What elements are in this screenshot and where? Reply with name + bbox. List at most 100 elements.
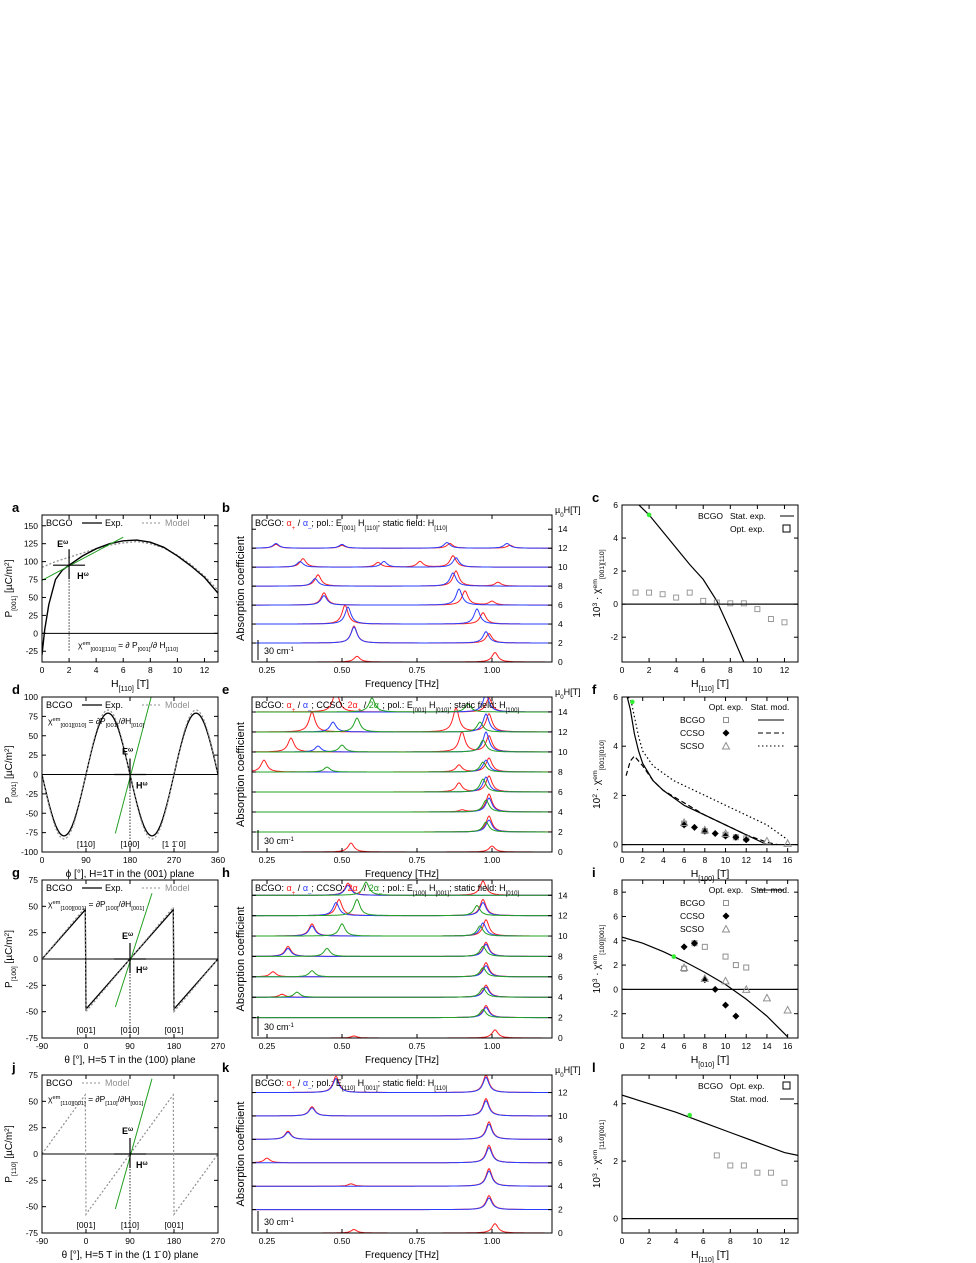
plot-area-i <box>622 936 798 1038</box>
trace-red-8T <box>252 757 552 773</box>
series-line <box>622 1094 798 1156</box>
y-axis-label-part: P <box>4 611 15 618</box>
trace-blue-12T <box>252 713 552 733</box>
direction-label: [100] <box>121 839 140 849</box>
legend-label-0: Stat. exp. <box>730 511 766 521</box>
plot-area-l <box>622 1094 798 1220</box>
x-tick-label: 270 <box>167 855 181 865</box>
y-tick-label: 25 <box>29 1123 39 1133</box>
trace-green-2T <box>252 1008 552 1019</box>
spectrum-header-part: + <box>292 525 296 532</box>
x-tick-label: 10 <box>721 1041 731 1051</box>
trace-blue-4T <box>252 797 552 813</box>
spectrum-header: BCGO: α+ / α–; CCSO: 2α+ / 2α–; pol.: E[… <box>255 700 520 714</box>
legend-swatch-square <box>782 1081 791 1090</box>
spectrum-header-part: α <box>303 1078 308 1088</box>
spectrum-header: BCGO: α+ / α–; pol.: E[001] H[110]; stat… <box>255 518 448 532</box>
trace-blue-2T <box>252 819 552 833</box>
opt-exp-SCSO <box>762 836 772 845</box>
trace-green-2T <box>252 821 552 833</box>
y-tick-label: -25 <box>26 1175 39 1185</box>
y-tick-label-right: 2 <box>558 638 563 648</box>
formula-label-part: = ∂P <box>86 899 106 909</box>
opt-exp-CCSO <box>722 1001 730 1009</box>
formula-label: χem[001][110] = ∂ P[001]/∂ H[110] <box>78 640 178 653</box>
h-field-label-part: H <box>136 781 143 791</box>
highlight-point <box>671 954 677 959</box>
y-axis-label-part: · χ <box>592 1158 603 1173</box>
x-axis-label: H[110] [T] <box>111 678 149 693</box>
y-axis-label: 103 · χem[100][001] <box>592 925 606 994</box>
right-axis-label-part: H[T] <box>564 687 581 697</box>
formula-label-part: χ <box>48 1094 53 1104</box>
stat-mod-CCSO <box>625 755 778 846</box>
x-tick-label: 2 <box>647 665 652 675</box>
x-tick-label: 0.25 <box>259 1236 276 1246</box>
y-tick-label: 2 <box>613 960 618 970</box>
legend-marker-BCGO <box>723 717 729 723</box>
y-tick-label-right: 14 <box>558 524 568 534</box>
formula-label-part: /∂H <box>119 716 132 726</box>
opt-exp-CCSO <box>742 836 750 844</box>
right-axis-label-part: H[T] <box>564 1065 581 1075</box>
series-model <box>42 1093 218 1217</box>
trace-blue-12T <box>252 1076 552 1093</box>
spectrum-header-part: H <box>426 883 435 893</box>
x-tick-label: 4 <box>661 855 666 865</box>
y-tick-label: 0 <box>33 954 38 964</box>
axes-frame <box>621 879 799 1039</box>
trace-green-14T <box>252 697 552 713</box>
legend-head-opt: Opt. exp. <box>709 702 744 712</box>
formula-label-part: [110] <box>166 647 179 653</box>
e-field-label: Eω <box>122 1126 133 1137</box>
y-axis-label-part: [µC/m <box>4 1132 15 1162</box>
trace-red-10T <box>252 1097 552 1117</box>
highlight-point <box>687 1112 692 1118</box>
x-axis-label-part: [T] <box>714 678 729 690</box>
y-axis-label: 102 · χem[001][010] <box>592 740 606 809</box>
trace-red-4T <box>252 1167 552 1187</box>
e-field-label: Eω <box>122 931 133 942</box>
axes-frame <box>251 1074 553 1234</box>
spectrum-header-part: [001] <box>364 1085 378 1092</box>
legend-sample-CCSO: CCSO <box>680 728 705 738</box>
y-tick-label: 2 <box>613 566 618 576</box>
y-tick-label: 50 <box>29 731 39 741</box>
opt-exp-SCSO <box>783 1005 792 1014</box>
trace-blue-6T <box>252 964 552 978</box>
panel-letter: j <box>11 1060 16 1075</box>
x-axis-label-part: H <box>691 678 699 690</box>
x-axis-label-part: H <box>691 1249 699 1261</box>
x-tick-label: 6 <box>682 1041 687 1051</box>
formula-label-part: = ∂ P <box>116 640 138 650</box>
series-model <box>42 709 218 840</box>
y-tick-label-right: 8 <box>558 767 563 777</box>
x-tick-label: 12 <box>780 665 790 675</box>
y-tick-label: 150 <box>24 521 38 531</box>
right-axis-label-part: H[T] <box>564 505 581 515</box>
opt-exp-point <box>781 1179 788 1186</box>
plot-area-c <box>622 505 798 662</box>
panel-letter: i <box>592 865 596 880</box>
spectrum-header-part: α <box>287 700 292 710</box>
y-axis-label-part: [µC/m <box>4 937 15 967</box>
trace-red-2T <box>252 1194 552 1211</box>
direction-label: [001] <box>77 1025 96 1035</box>
axes-frame <box>621 504 799 663</box>
trace-red-0T <box>252 1029 552 1038</box>
panel-letter: d <box>12 682 20 697</box>
e-field-label-part: E <box>122 747 128 757</box>
right-axis-label: µ0H[T] <box>555 505 581 519</box>
y-tick-label: -2 <box>610 632 618 642</box>
y-axis-label-part: [110] <box>11 1161 18 1176</box>
x-axis-label-part: [T] <box>714 1054 729 1066</box>
trace-red-4T <box>252 793 552 813</box>
trace-red-8T <box>252 570 552 587</box>
legend-label-model: Model <box>165 700 190 710</box>
panel-letter: c <box>592 490 599 505</box>
y-tick-label: 0 <box>613 1214 618 1224</box>
panel-letter: k <box>222 1060 230 1075</box>
x-tick-label: 8 <box>728 665 733 675</box>
